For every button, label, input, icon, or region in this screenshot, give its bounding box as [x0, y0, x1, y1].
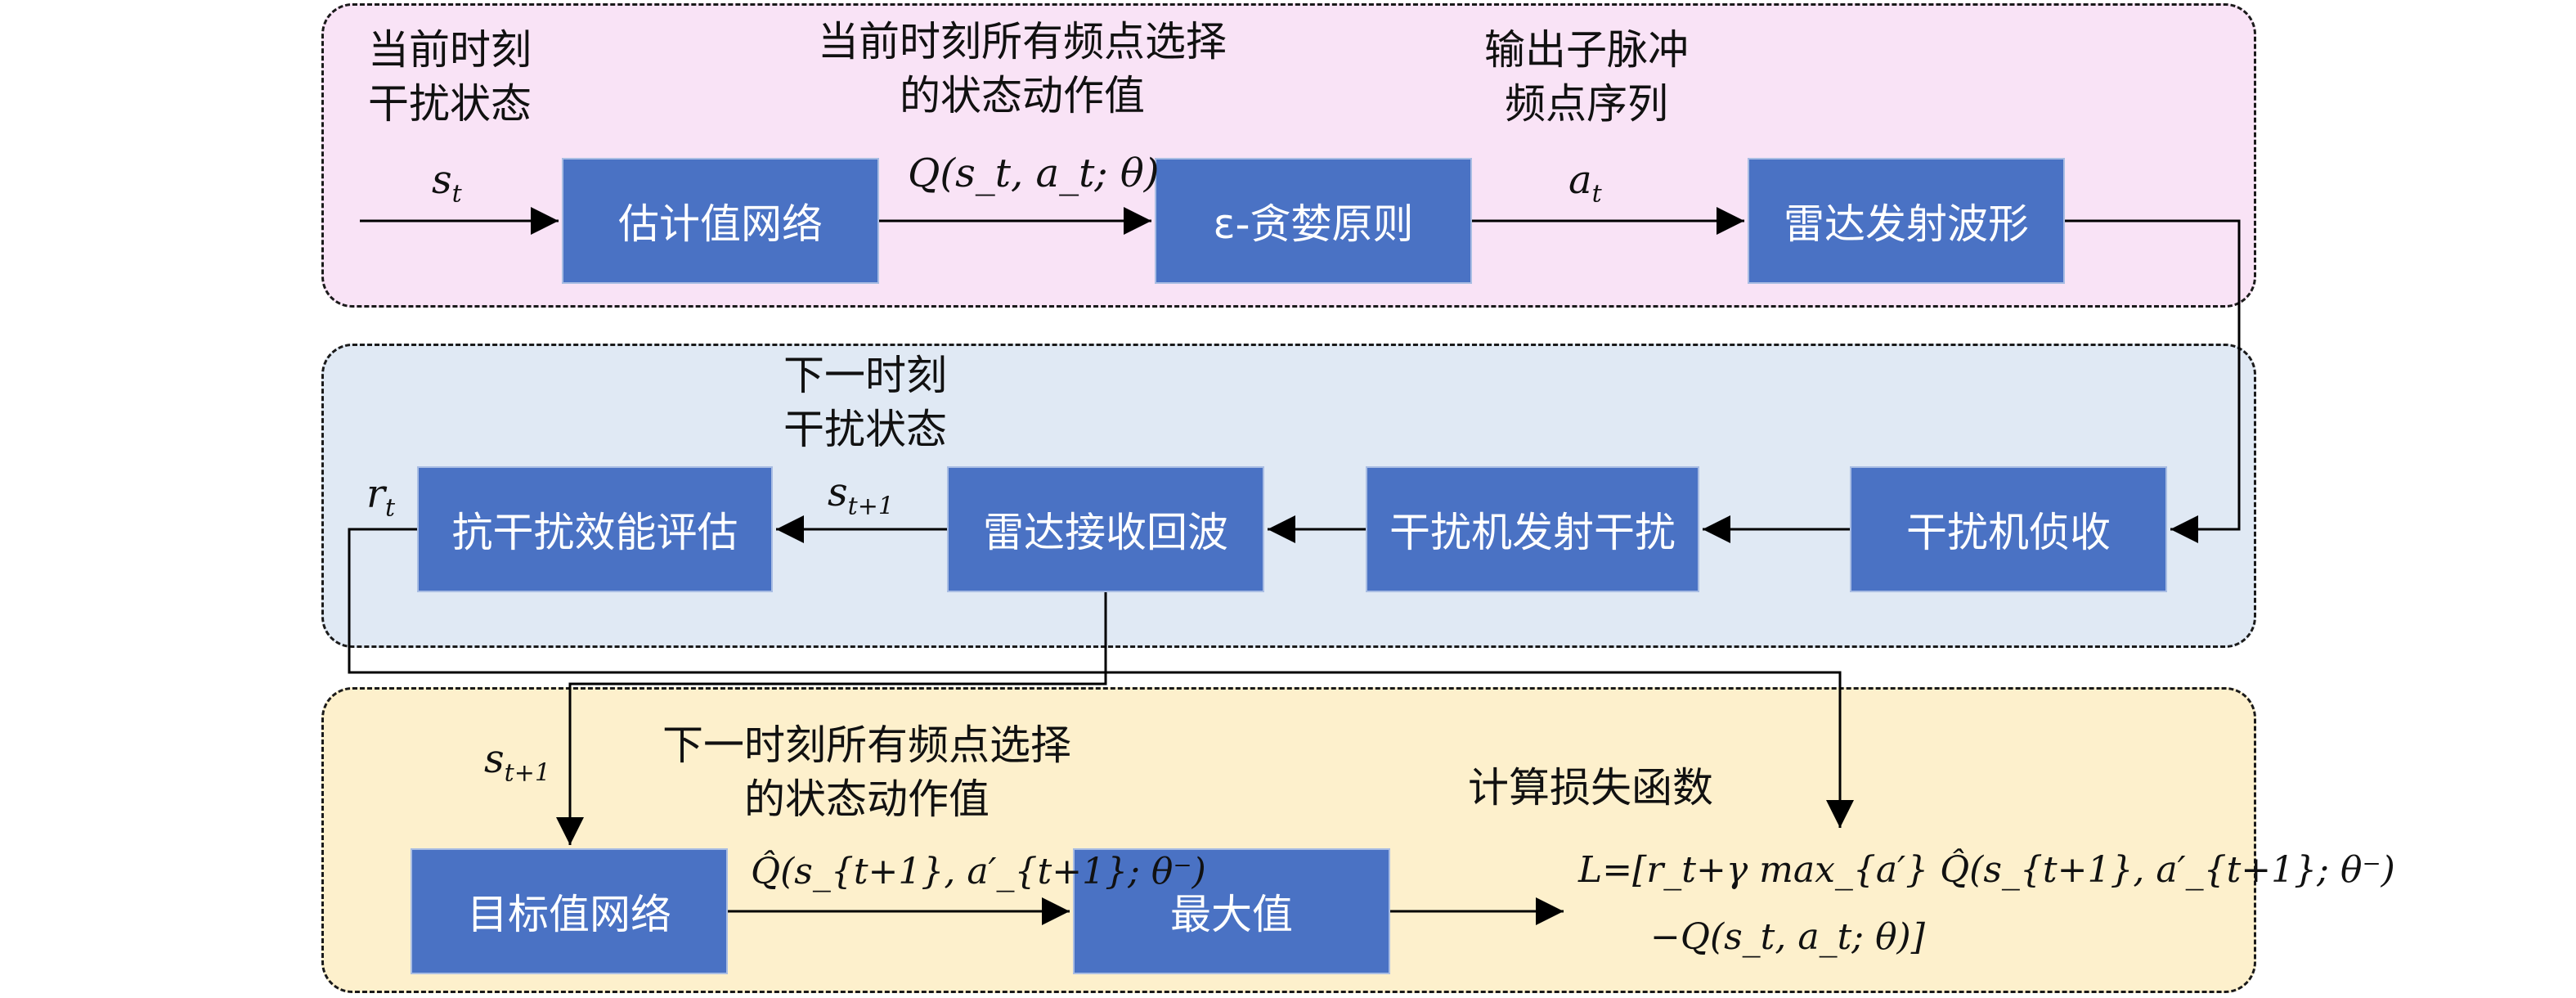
next-state-bottom-subscript: t+1 — [504, 758, 550, 788]
action-at-label: at — [1568, 157, 1602, 209]
reward-rt-subscript: t — [384, 493, 396, 523]
current-state-label: 当前时刻 干扰状态 — [368, 23, 532, 131]
jammer-detect-box: 干扰机侦收 — [1850, 466, 2167, 592]
max-value-box: 最大值 — [1073, 848, 1390, 974]
loss-formula-line2: −Q(s_t, a_t; θ)] — [1650, 916, 1925, 958]
next-state-mid-label: st+1 — [828, 470, 894, 521]
state-st-symbol: s — [432, 157, 452, 203]
reward-rt-symbol: r — [366, 471, 385, 517]
current-q-line1: 当前时刻所有频点选择 — [818, 18, 1227, 65]
epsilon-greedy-box: ε-贪婪原则 — [1155, 158, 1472, 284]
target-network-box: 目标值网络 — [411, 848, 728, 974]
action-at-subscript: t — [1591, 179, 1602, 209]
output-sequence-line1: 输出子脉冲 — [1484, 26, 1689, 74]
q-current-label: Q(s_t, a_t; θ) — [908, 151, 1160, 196]
jammer-transmit-box: 干扰机发射干扰 — [1366, 466, 1699, 592]
anti-jamming-eval-box: 抗干扰效能评估 — [417, 466, 773, 592]
current-state-line1: 当前时刻 — [368, 26, 532, 74]
next-state-bottom-symbol: s — [484, 736, 505, 782]
next-state-mid-subscript: t+1 — [847, 492, 894, 521]
radar-transmit-box: 雷达发射波形 — [1748, 158, 2065, 284]
q-hat-next-label: Q̂(s_{t+1}, a′_{t+1}; θ⁻) — [751, 851, 1206, 892]
estimate-network-box: 估计值网络 — [562, 158, 879, 284]
output-sequence-label: 输出子脉冲 频点序列 — [1472, 23, 1701, 131]
next-state-line2: 干扰状态 — [783, 406, 947, 453]
arrow-radar-to-jammer-detect — [2065, 219, 2241, 543]
state-st-subscript: t — [451, 179, 462, 209]
next-q-line2: 的状态动作值 — [744, 775, 990, 823]
current-q-label: 当前时刻所有频点选择 的状态动作值 — [793, 15, 1251, 123]
radar-receive-box: 雷达接收回波 — [947, 466, 1264, 592]
reward-rt-label: rt — [366, 471, 395, 523]
output-sequence-line2: 频点序列 — [1505, 80, 1668, 128]
next-state-line1: 下一时刻 — [783, 352, 947, 399]
next-q-line1: 下一时刻所有频点选择 — [662, 722, 1071, 769]
next-state-label: 下一时刻 干扰状态 — [775, 348, 955, 456]
line-reward-to-loss — [348, 528, 1854, 828]
loss-formula-line1: L=[r_t+γ max_{a′} Q̂(s_{t+1}, a′_{t+1}; … — [1578, 849, 2395, 891]
action-at-symbol: a — [1568, 157, 1592, 203]
line-next-state-to-target — [556, 592, 1107, 845]
current-q-line2: 的状态动作值 — [900, 72, 1145, 119]
next-state-mid-symbol: s — [828, 470, 848, 515]
loss-title-label: 计算损失函数 — [1468, 764, 1713, 811]
state-st-label: st — [432, 157, 462, 209]
current-state-line2: 干扰状态 — [368, 80, 532, 128]
next-q-label: 下一时刻所有频点选择 的状态动作值 — [638, 718, 1096, 826]
next-state-bottom-label: st+1 — [484, 736, 550, 788]
